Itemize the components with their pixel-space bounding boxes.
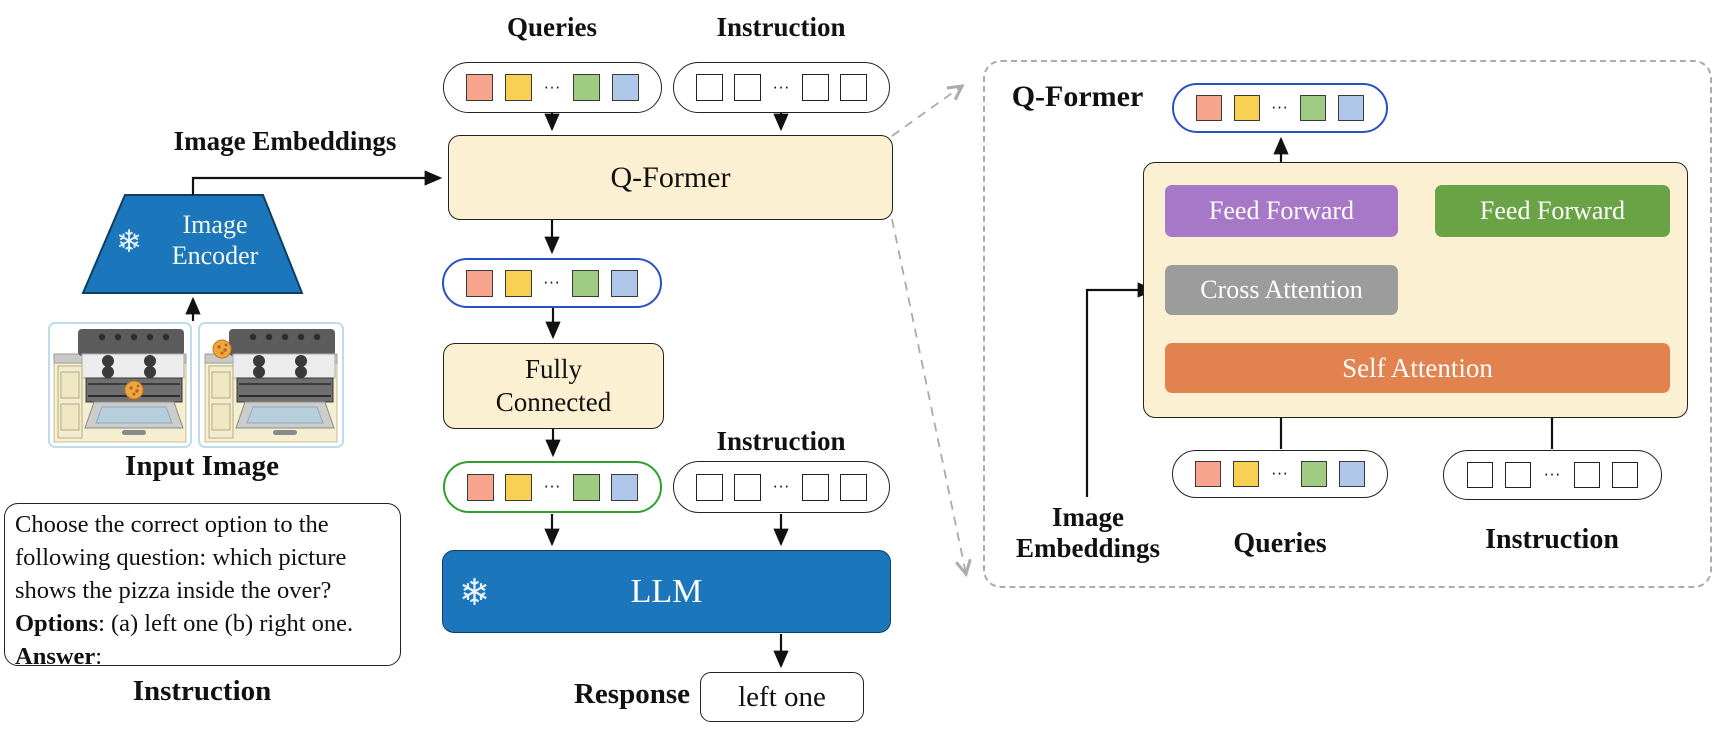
projected-token-pill: ··· [443,461,662,513]
image-encoder-line1: Image [182,210,248,239]
token-plain [1573,462,1600,488]
llm-box-label: LLM [630,573,703,610]
snowflake-icon: ❄ [116,224,142,260]
input-image-label: Input Image [125,450,279,482]
cross-attention-box: Cross Attention [1165,265,1398,315]
panel-queries-token-pill: ··· [1172,450,1388,498]
queries-label-top: Queries [507,12,597,42]
oven-with-pizza-inside [53,329,187,443]
instruction-label-mid: Instruction [716,426,846,456]
fully-connected-line2: Connected [495,387,612,417]
response-value: left one [738,680,826,713]
token-yellow [505,473,533,501]
ellipsis: ··· [543,274,561,292]
query-output-pill: ··· [442,258,662,308]
instruction-line1: Choose the correct option to the [15,511,329,538]
input-image-right-oven [198,322,344,448]
image-encoder-line2: Encoder [171,241,259,270]
token-plain [734,473,762,501]
image-embeddings-label: Image Embeddings [173,126,397,156]
token-salmon [465,269,493,297]
qformer-box: Q-Former [448,135,893,220]
token-green [572,473,600,501]
panel-image-embeddings-line1: Image [1052,502,1124,532]
token-yellow [1233,95,1260,121]
feed-forward-query-label: Feed Forward [1208,196,1355,225]
token-plain [840,473,868,501]
ellipsis: ··· [1543,466,1562,484]
instruction-token-pill-llm: ··· [673,461,890,513]
instruction-text-box: Choose the correct option to the followi… [4,503,401,670]
ellipsis: ··· [772,478,791,496]
token-salmon [1195,461,1222,487]
instruction-token-pill: ··· [673,62,890,113]
token-yellow [1233,461,1260,487]
panel-instruction-token-pill: ··· [1443,450,1662,500]
panel-image-embeddings-line2: Embeddings [1015,533,1161,563]
panel-output-token-pill: ··· [1172,83,1388,133]
response-box: left one [700,672,864,722]
token-green [1300,461,1327,487]
ellipsis: ··· [772,78,791,97]
instruction-label-bottom-left: Instruction [132,675,272,707]
ellipsis: ··· [543,478,562,496]
feed-forward-query-box: Feed Forward [1165,185,1398,237]
token-plain [840,74,868,101]
feed-forward-text-box: Feed Forward [1435,185,1670,237]
queries-token-pill: ··· [443,62,662,113]
qformer-box-label: Q-Former [610,160,731,194]
instruction-line4: Options: (a) left one (b) right one. [15,610,354,637]
self-attention-label: Self Attention [1342,352,1493,383]
token-blue [611,473,639,501]
ellipsis: ··· [543,78,562,97]
token-green [572,269,600,297]
fully-connected-line1: Fully [524,354,583,384]
token-plain [695,473,723,501]
self-attention-box: Self Attention [1165,343,1670,393]
oven-with-pizza-on-counter [204,329,338,443]
instruction-line5: Answer: [15,643,103,670]
token-plain [1466,462,1493,488]
feed-forward-text-label: Feed Forward [1479,196,1626,225]
panel-instruction-label: Instruction [1485,524,1619,555]
llm-box: ❄ LLM [442,550,891,633]
token-plain [1505,462,1532,488]
token-yellow [504,269,532,297]
snowflake-icon: ❄ [459,571,491,614]
panel-image-embeddings-label: Image Embeddings [988,502,1188,564]
token-salmon [466,473,494,501]
token-green [573,74,601,101]
response-label: Response [573,678,690,710]
token-blue [1338,95,1365,121]
token-blue [1338,461,1365,487]
qformer-detail-panel [983,60,1712,588]
qformer-panel-label: Q-Former [1011,80,1144,113]
token-plain [801,74,829,101]
token-yellow [504,74,532,101]
token-plain [695,74,723,101]
cross-attention-label: Cross Attention [1200,275,1363,304]
token-blue [612,74,639,101]
token-plain [734,74,762,101]
token-salmon [465,74,493,101]
instruction-label-top: Instruction [716,12,846,42]
token-green [1300,95,1327,121]
token-salmon [1195,95,1222,121]
ellipsis: ··· [1271,465,1289,483]
instruction-line3: shows the pizza inside the over? [15,577,332,604]
input-image-left-oven [48,322,192,448]
ellipsis: ··· [1271,99,1289,117]
token-plain [1612,462,1639,488]
panel-queries-label: Queries [1233,528,1327,559]
image-encoder-box-label: Image Encoder [150,209,280,271]
fully-connected-box: Fully Connected [443,343,664,429]
token-plain [801,473,829,501]
token-blue [611,269,639,297]
instruction-line2: following question: which picture [15,544,347,571]
